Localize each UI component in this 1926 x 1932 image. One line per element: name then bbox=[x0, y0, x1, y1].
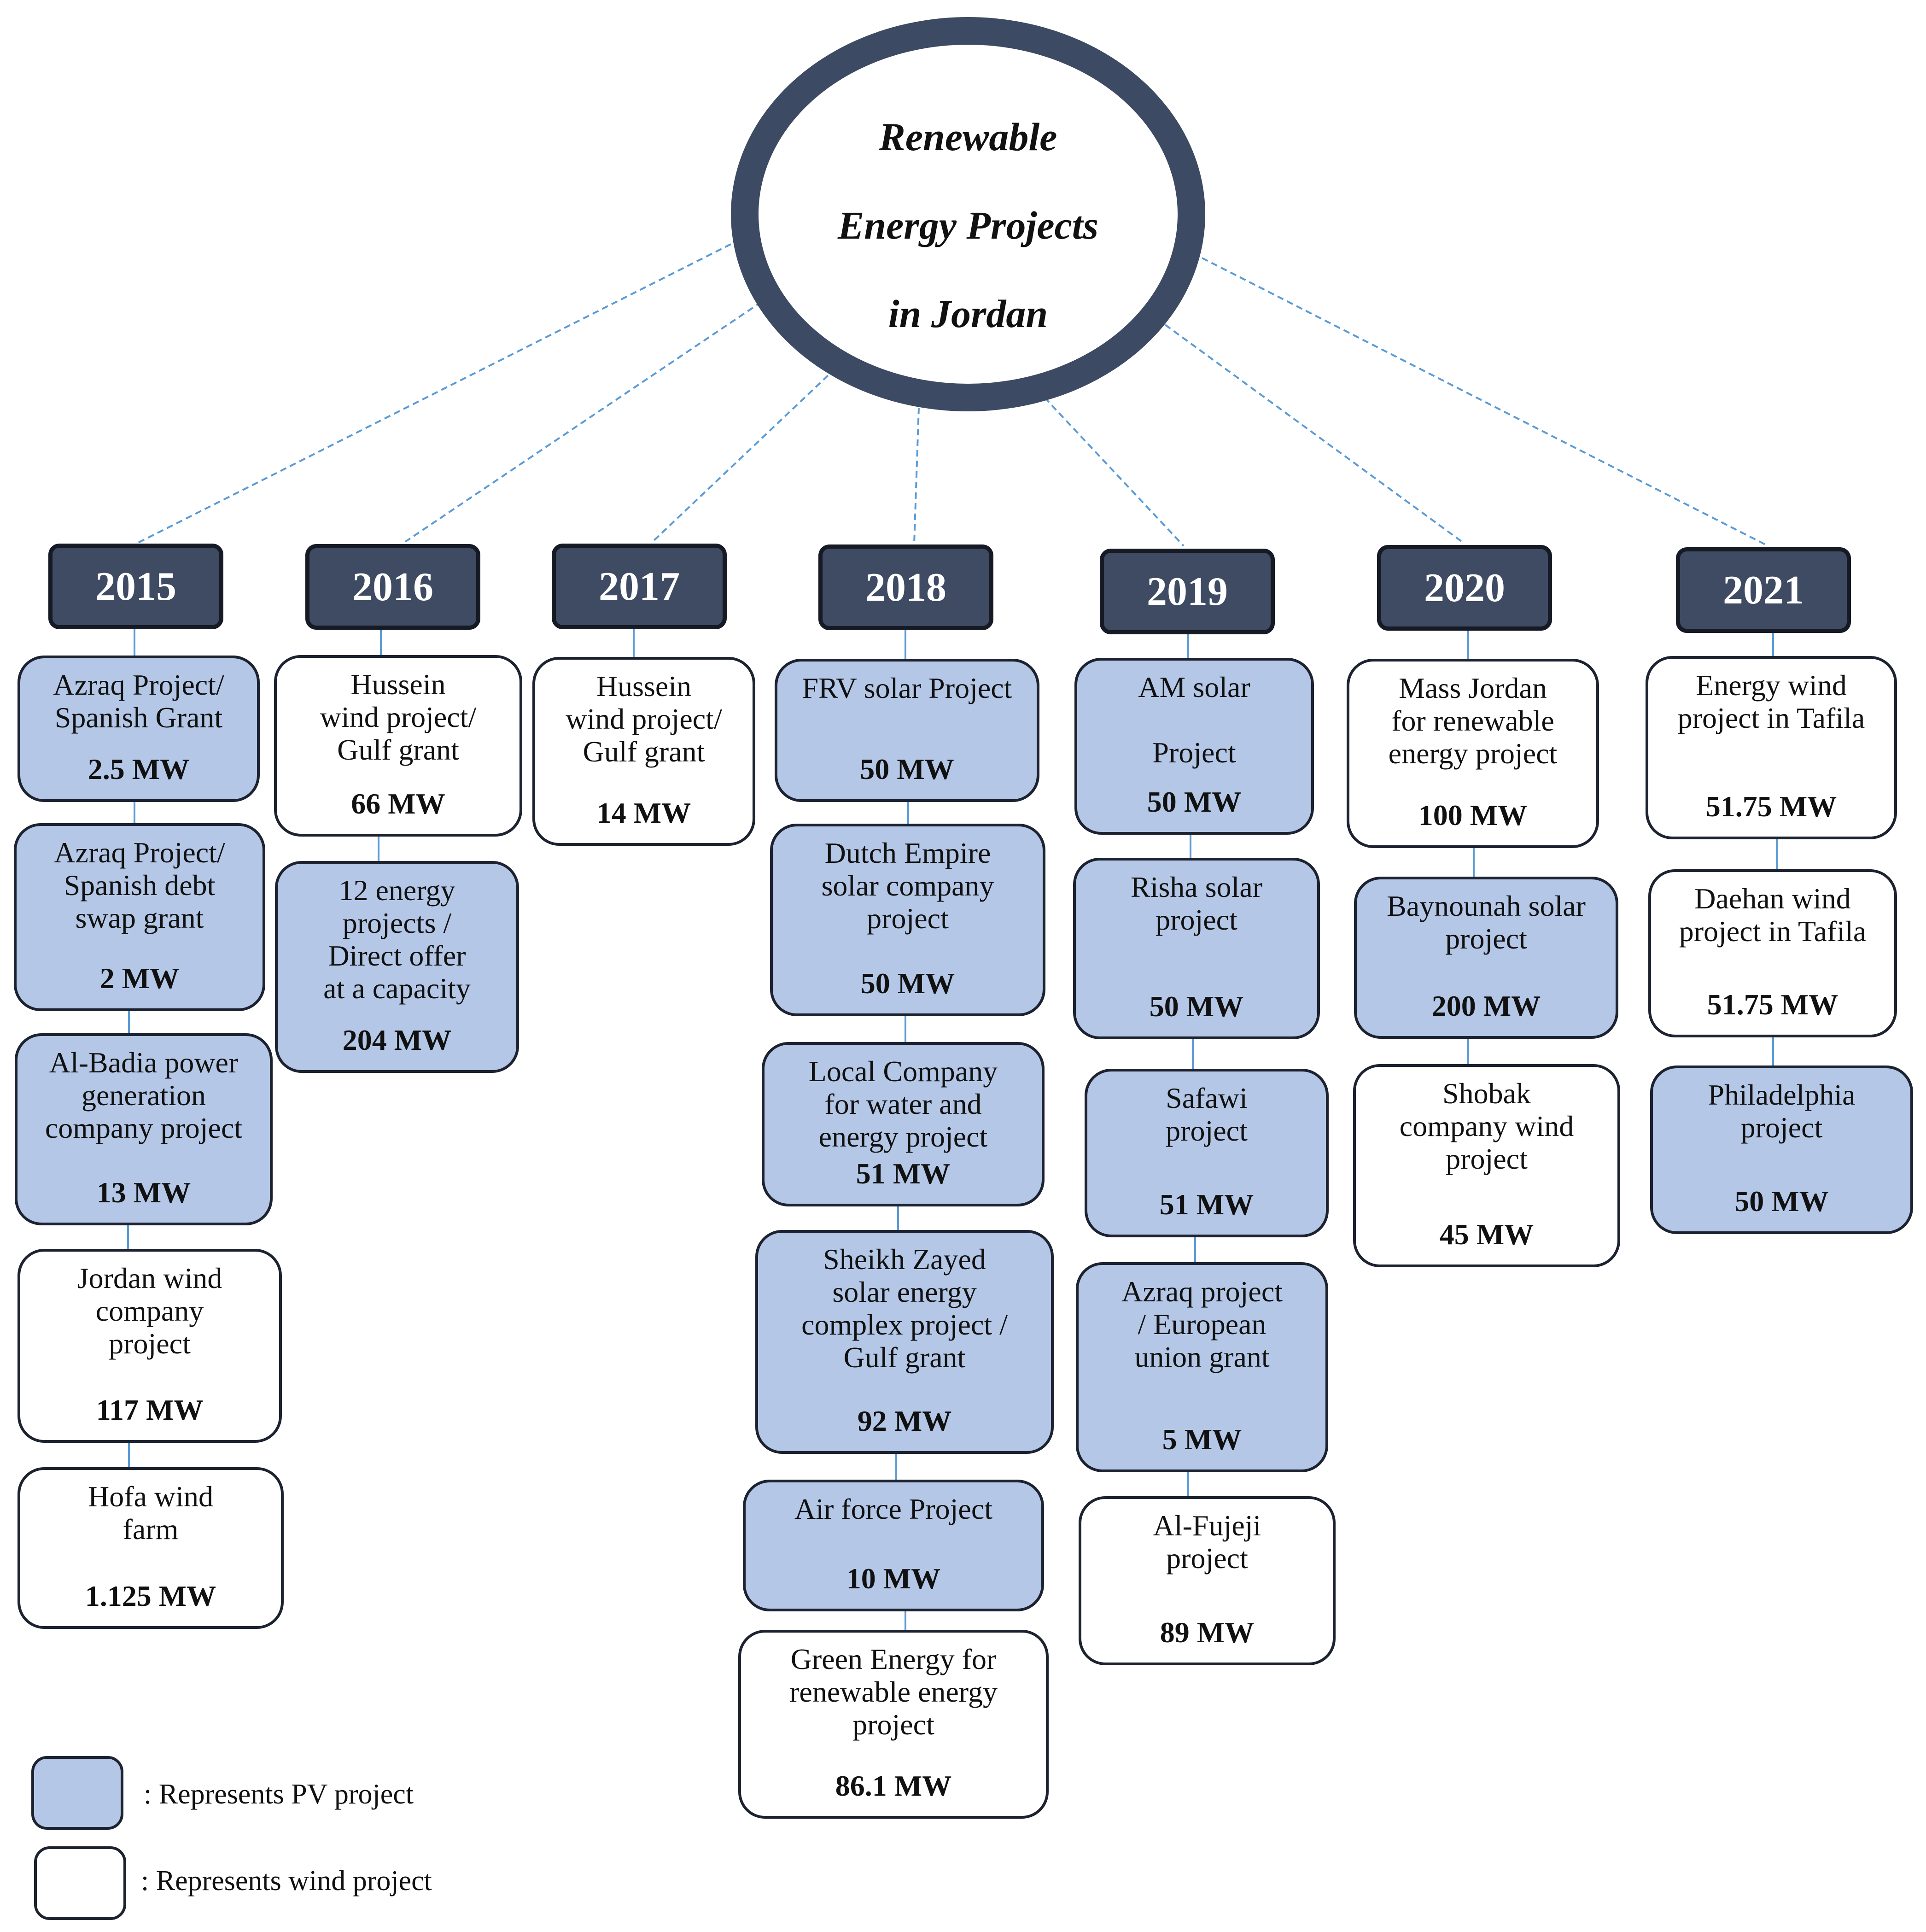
project-capacity: 1.125 MW bbox=[85, 1580, 216, 1612]
pv-project-box: Safawi project 51 MW bbox=[1085, 1069, 1329, 1237]
root-to-year-connector bbox=[913, 407, 920, 544]
project-name: Azraq Project/ Spanish debt swap grant bbox=[54, 836, 225, 934]
project-capacity: 51 MW bbox=[1159, 1188, 1254, 1221]
pv-project-box: Azraq Project/ Spanish debt swap grant 2 … bbox=[14, 823, 265, 1011]
project-name: Local Company for water and energy proje… bbox=[808, 1055, 998, 1153]
project-name: 12 energy projects / Direct offer at a c… bbox=[323, 874, 471, 1005]
legend-pv-label: : Represents PV project bbox=[144, 1779, 414, 1810]
year-header-2016: 2016 bbox=[305, 544, 480, 630]
project-name: Azraq project / European union grant bbox=[1121, 1275, 1283, 1373]
project-name: Al-Badia power generation company projec… bbox=[45, 1046, 243, 1144]
wind-project-box: Daehan wind project in Tafila 51.75 MW bbox=[1648, 869, 1897, 1037]
project-capacity: 51.75 MW bbox=[1705, 790, 1837, 823]
project-name: Shobak company wind project bbox=[1399, 1077, 1574, 1175]
pv-project-box: Local Company for water and energy proje… bbox=[762, 1042, 1045, 1206]
project-capacity: 92 MW bbox=[857, 1405, 952, 1437]
pv-project-box: Philadelphia project 50 MW bbox=[1650, 1066, 1913, 1234]
project-capacity: 204 MW bbox=[342, 1024, 452, 1056]
project-name: Azraq Project/ Spanish Grant bbox=[53, 668, 224, 734]
project-name: Sheikh Zayed solar energy complex projec… bbox=[801, 1243, 1008, 1374]
root-node: Renewable Energy Projects in Jordan bbox=[731, 17, 1205, 411]
project-capacity: 200 MW bbox=[1431, 989, 1541, 1022]
project-name: Hussein wind project/ Gulf grant bbox=[566, 670, 722, 768]
project-name: Baynounah solar project bbox=[1387, 890, 1586, 955]
project-capacity: 50 MW bbox=[860, 967, 955, 1000]
year-header-2021: 2021 bbox=[1676, 547, 1851, 633]
root-to-year-connector bbox=[138, 243, 731, 544]
pv-project-box: Azraq project / European union grant 5 MW bbox=[1076, 1262, 1328, 1472]
project-capacity: 14 MW bbox=[596, 796, 691, 829]
project-name: Air force Project bbox=[794, 1493, 993, 1525]
year-header-2017: 2017 bbox=[552, 544, 727, 629]
project-name: Mass Jordan for renewable energy project bbox=[1388, 672, 1558, 770]
project-capacity: 50 MW bbox=[1149, 990, 1244, 1023]
root-to-year-connector bbox=[1164, 324, 1465, 544]
wind-project-box: Hussein wind project/ Gulf grant 14 MW bbox=[532, 657, 755, 846]
project-name: Energy wind project in Tafila bbox=[1677, 669, 1865, 734]
project-capacity: 2.5 MW bbox=[88, 753, 190, 785]
project-capacity: 50 MW bbox=[1147, 785, 1242, 818]
pv-project-box: AM solar Project 50 MW bbox=[1074, 658, 1314, 835]
project-capacity: 45 MW bbox=[1439, 1218, 1534, 1251]
wind-project-box: Mass Jordan for renewable energy project… bbox=[1347, 659, 1599, 848]
pv-project-box: Risha solar project 50 MW bbox=[1073, 858, 1320, 1039]
root-title-line-3: in Jordan bbox=[888, 292, 1048, 336]
project-name: Philadelphia project bbox=[1708, 1078, 1856, 1144]
project-capacity: 51 MW bbox=[856, 1157, 951, 1190]
project-name: AM solar Project bbox=[1138, 671, 1250, 769]
root-to-year-connector bbox=[652, 375, 829, 542]
project-capacity: 89 MW bbox=[1160, 1616, 1255, 1649]
pv-project-box: 12 energy projects / Direct offer at a c… bbox=[275, 861, 519, 1073]
project-capacity: 5 MW bbox=[1162, 1423, 1242, 1456]
wind-project-box: Hofa wind farm 1.125 MW bbox=[18, 1467, 284, 1629]
year-header-2020: 2020 bbox=[1377, 545, 1552, 631]
project-name: Green Energy for renewable energy projec… bbox=[789, 1643, 998, 1741]
project-name: Daehan wind project in Tafila bbox=[1679, 882, 1867, 948]
project-name: Safawi project bbox=[1166, 1082, 1248, 1147]
project-capacity: 2 MW bbox=[99, 962, 180, 995]
pv-project-box: Al-Badia power generation company projec… bbox=[15, 1033, 273, 1225]
wind-project-box: Hussein wind project/ Gulf grant 66 MW bbox=[274, 655, 522, 837]
project-capacity: 50 MW bbox=[1734, 1185, 1829, 1218]
project-name: Hofa wind farm bbox=[88, 1480, 213, 1546]
project-capacity: 117 MW bbox=[96, 1393, 204, 1426]
project-name: Dutch Empire solar company project bbox=[821, 837, 994, 935]
pv-project-box: Air force Project 10 MW bbox=[743, 1480, 1044, 1611]
wind-project-box: Green Energy for renewable energy projec… bbox=[738, 1630, 1049, 1819]
wind-project-box: Energy wind project in Tafila 51.75 MW bbox=[1646, 656, 1897, 839]
pv-project-box: Azraq Project/ Spanish Grant 2.5 MW bbox=[18, 656, 260, 802]
project-capacity: 51.75 MW bbox=[1707, 988, 1838, 1021]
project-name: FRV solar Project bbox=[802, 672, 1012, 704]
project-capacity: 10 MW bbox=[846, 1562, 941, 1595]
project-name: Jordan wind company project bbox=[77, 1262, 222, 1360]
year-header-2019: 2019 bbox=[1100, 549, 1275, 634]
root-to-year-connector bbox=[404, 301, 763, 543]
root-to-year-connector bbox=[1044, 397, 1185, 547]
project-capacity: 100 MW bbox=[1418, 799, 1528, 831]
project-capacity: 13 MW bbox=[96, 1176, 191, 1209]
root-title-line-2: Energy Projects bbox=[837, 203, 1099, 247]
project-name: Hussein wind project/ Gulf grant bbox=[320, 668, 477, 766]
pv-project-box: FRV solar Project 50 MW bbox=[775, 659, 1039, 802]
legend-wind-label: : Represents wind project bbox=[141, 1865, 432, 1897]
legend-wind-swatch bbox=[34, 1846, 126, 1920]
year-header-2015: 2015 bbox=[48, 544, 223, 629]
wind-project-box: Al-Fujeji project 89 MW bbox=[1079, 1496, 1336, 1665]
project-capacity: 50 MW bbox=[860, 753, 954, 785]
wind-project-box: Shobak company wind project 45 MW bbox=[1353, 1064, 1620, 1267]
year-header-2018: 2018 bbox=[818, 544, 993, 630]
project-name: Risha solar project bbox=[1130, 871, 1263, 936]
project-capacity: 86.1 MW bbox=[835, 1769, 952, 1802]
project-capacity: 66 MW bbox=[351, 787, 445, 820]
pv-project-box: Baynounah solar project 200 MW bbox=[1354, 877, 1618, 1039]
project-name: Al-Fujeji project bbox=[1153, 1509, 1261, 1575]
wind-project-box: Jordan wind company project 117 MW bbox=[18, 1249, 282, 1443]
pv-project-box: Sheikh Zayed solar energy complex projec… bbox=[755, 1230, 1054, 1454]
pv-project-box: Dutch Empire solar company project 50 MW bbox=[770, 824, 1045, 1016]
root-to-year-connector bbox=[1202, 257, 1767, 546]
legend-pv-swatch bbox=[31, 1756, 123, 1830]
root-title-line-1: Renewable bbox=[879, 115, 1057, 159]
